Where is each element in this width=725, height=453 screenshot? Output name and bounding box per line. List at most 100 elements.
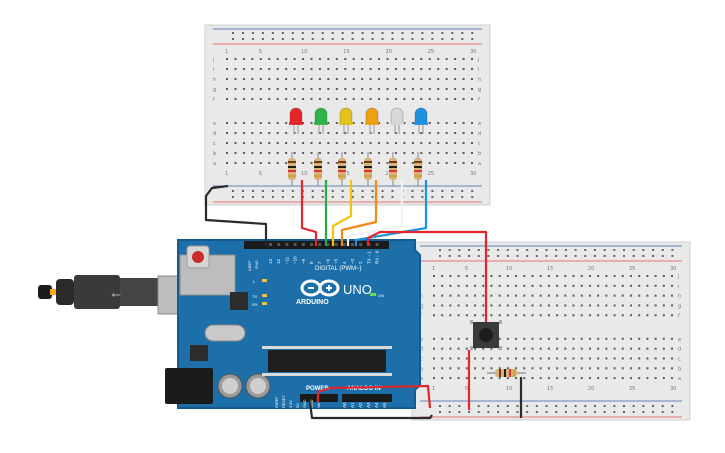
atmega-chip — [268, 350, 386, 372]
led-4[interactable] — [365, 107, 379, 134]
digital-pin-label: 12 — [276, 258, 281, 264]
bb-right-row-label: j — [677, 274, 679, 280]
pushbutton[interactable] — [470, 320, 502, 350]
power-label: POWER — [306, 386, 329, 392]
usb-chip — [230, 292, 248, 310]
bb-right-row-label: b — [420, 366, 423, 372]
l-led-label: L — [253, 279, 256, 284]
voltage-regulator — [190, 345, 208, 361]
bb-top-col-label: 1 — [225, 49, 228, 55]
bb-right-col-label: 30 — [670, 266, 676, 272]
led-group[interactable] — [289, 107, 428, 134]
bb-right-row-label: d — [678, 347, 681, 353]
resistor-1[interactable] — [288, 152, 296, 186]
aref-label: AREF — [247, 260, 252, 271]
resistor-group[interactable] — [288, 152, 422, 186]
wire-black-gnd-top — [204, 184, 268, 246]
bb-top-row-label: d — [213, 131, 216, 137]
bb-top-row-label: a — [478, 161, 481, 167]
analog-pin-label: A1 — [350, 402, 355, 408]
bb-right-row-label: a — [420, 376, 423, 382]
bb-top-col-label: 20 — [386, 49, 392, 55]
led-6[interactable] — [414, 107, 428, 134]
bb-top-row-label: a — [213, 161, 216, 167]
bb-top-col-label: 25 — [428, 171, 434, 177]
arduino-model: UNO — [343, 282, 372, 297]
bb-right-col-label: 20 — [588, 386, 594, 392]
digital-pin-label: ~5 — [334, 258, 339, 264]
digital-pin-label: 2 — [358, 261, 363, 264]
digital-pin-label: 4 — [342, 261, 347, 264]
digital-pin-label: ~10 — [293, 256, 298, 264]
power-jack — [165, 368, 213, 404]
bb-right-col-label: 5 — [465, 386, 468, 392]
bb-right-row-label: h — [420, 294, 423, 300]
bb-top-col-label: 15 — [343, 171, 349, 177]
bb-right-row-label: e — [420, 337, 423, 343]
resistor-5[interactable] — [389, 152, 397, 186]
bb-top-col-label: 5 — [259, 171, 262, 177]
resistor-6[interactable] — [414, 152, 422, 186]
power-pin-label: Vin — [317, 403, 321, 408]
power-pin-label: IOREF — [275, 396, 279, 408]
bb-right-col-label: 25 — [629, 266, 635, 272]
wire-white-pin4 — [346, 180, 404, 246]
led-1[interactable] — [289, 107, 303, 134]
analog-pin-label: A4 — [374, 402, 379, 408]
bb-right-row-label: e — [678, 337, 681, 343]
bb-top-row-label: e — [478, 121, 481, 127]
digital-pin-label: TX→1 — [366, 251, 371, 264]
power-pin-label: 3.3V — [289, 400, 293, 408]
bb-top-col-label: 5 — [259, 49, 262, 55]
wire-blue-pin3 — [354, 180, 428, 246]
led-2[interactable] — [314, 107, 328, 134]
digital-label: DIGITAL (PWM~) — [315, 266, 362, 272]
bb-top-col-label: 10 — [301, 171, 307, 177]
bb-top-col-label: 20 — [386, 171, 392, 177]
bb-top-row-label: j — [212, 57, 214, 63]
analog-label: ANALOG IN — [347, 386, 381, 392]
bb-top-row-label: h — [213, 77, 216, 83]
wire-red-pin2 — [366, 230, 488, 322]
bb-right-col-label: 15 — [547, 266, 553, 272]
pull-down-resistor[interactable] — [487, 369, 526, 377]
bb-top-row-label: c — [213, 141, 216, 147]
bb-top-row-label: b — [478, 151, 481, 157]
bb-right-col-label: 10 — [506, 266, 512, 272]
bb-right-col-label: 25 — [629, 386, 635, 392]
bb-top-col-label: 10 — [301, 49, 307, 55]
analog-pin-label: A5 — [382, 402, 387, 408]
bb-right-row-label: i — [678, 284, 679, 290]
bb-right-row-label: c — [420, 356, 423, 362]
on-label: ON — [378, 293, 384, 298]
resistor-3[interactable] — [338, 152, 346, 186]
wire-red-pin8 — [300, 180, 318, 246]
resistor-4[interactable] — [364, 152, 372, 186]
resistor-2[interactable] — [314, 152, 322, 186]
bb-top-row-label: g — [478, 87, 481, 93]
wire-group[interactable] — [204, 180, 523, 420]
wire-orange-pin5 — [340, 180, 378, 246]
led-3[interactable] — [339, 107, 353, 134]
usb-cable[interactable]: ⭠ — [38, 275, 197, 315]
bb-right-row-label: d — [420, 347, 423, 353]
bb-top-row-label: g — [213, 87, 216, 93]
arduino-uno-board[interactable]: ARDUINO UNO DIGITAL (PWM~) POWER ANALOG … — [165, 239, 421, 409]
reset-button[interactable] — [192, 251, 204, 263]
digital-pin-label: 13 — [268, 258, 273, 264]
bb-right-col-label: 1 — [432, 386, 435, 392]
breadboard-right[interactable]: jjiihhggffeeddccbbaa11551010151520202525… — [411, 241, 691, 421]
arduino-logo-icon — [300, 279, 340, 297]
led-5[interactable] — [390, 107, 404, 134]
bb-top-row-label: f — [478, 97, 480, 103]
rx-led-label: RX — [252, 302, 258, 307]
bb-top-col-label: 15 — [343, 49, 349, 55]
power-pin-label: GND — [310, 399, 314, 408]
bb-top-row-label: c — [478, 141, 481, 147]
bb-top-col-label: 25 — [428, 49, 434, 55]
analog-pin-label: A0 — [342, 402, 347, 408]
